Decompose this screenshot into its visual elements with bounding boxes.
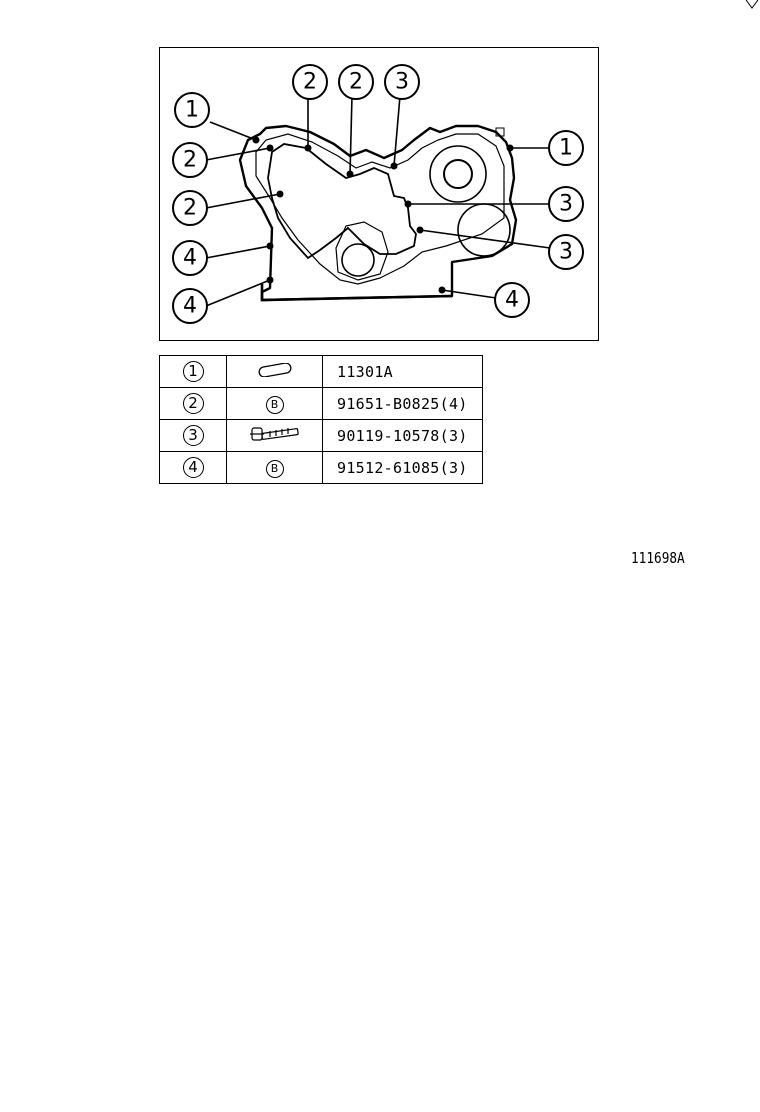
corner-tick-mark — [745, 0, 759, 9]
leader-lines — [205, 95, 551, 307]
key-number: 3 — [182, 425, 204, 446]
crank-boss — [335, 221, 389, 281]
part-number: 91651-B0825(4) — [322, 387, 483, 420]
part-number: 90119-10578(3) — [322, 419, 483, 452]
oil-pump-outline — [267, 143, 417, 260]
callout-2-top-left: 2 — [303, 70, 317, 95]
cover-inner-outline — [255, 133, 505, 285]
table-row: 2 B 91651-B0825(4) — [159, 387, 483, 420]
key-number: 4 — [182, 457, 204, 478]
camshaft-bore — [429, 145, 487, 203]
timing-cover-illustration: 1 2 2 2 2 3 1 3 3 4 4 4 — [172, 64, 584, 324]
b-mark-icon: B — [265, 395, 284, 414]
timing-cover-diagram: 1 2 2 2 2 3 1 3 3 4 4 4 — [159, 47, 599, 341]
bolt-points — [252, 136, 514, 294]
callout-1-right: 1 — [559, 136, 573, 161]
part-number: 91512-61085(3) — [322, 451, 483, 484]
lower-flange — [260, 284, 453, 302]
side-tab — [495, 127, 505, 137]
callout-4-left-upper: 4 — [183, 246, 197, 271]
callout-3-top-right: 3 — [395, 70, 409, 95]
bolt-icon — [249, 426, 299, 441]
callout-4-left-lower: 4 — [183, 294, 197, 319]
b-mark-icon: B — [265, 459, 284, 478]
key-number: 1 — [182, 361, 204, 382]
callout-3-right-lower: 3 — [559, 240, 573, 265]
part-number: 11301A — [322, 355, 483, 388]
callout-3-right-upper: 3 — [559, 192, 573, 217]
parts-table: 1 11301A 2 B 91651-B0825(4) 3 — [159, 355, 483, 484]
figure-code: 111698A — [631, 549, 685, 567]
callout-4-bottom-right: 4 — [505, 288, 519, 313]
table-row: 1 11301A — [159, 355, 483, 388]
table-row: 4 B 91512-61085(3) — [159, 451, 483, 484]
camshaft-seal — [443, 159, 473, 189]
callouts — [172, 64, 584, 324]
key-number: 2 — [182, 393, 204, 414]
water-pump-bore — [457, 203, 511, 257]
callout-2-left-lower: 2 — [183, 196, 197, 221]
dowel-pin-icon — [258, 361, 291, 378]
callout-1-upper-left: 1 — [185, 98, 199, 123]
table-row: 3 90119-10578(3) — [159, 419, 483, 452]
crankshaft-bore — [341, 243, 375, 277]
callout-2-top-middle: 2 — [349, 70, 363, 95]
callout-2-left-upper: 2 — [183, 148, 197, 173]
